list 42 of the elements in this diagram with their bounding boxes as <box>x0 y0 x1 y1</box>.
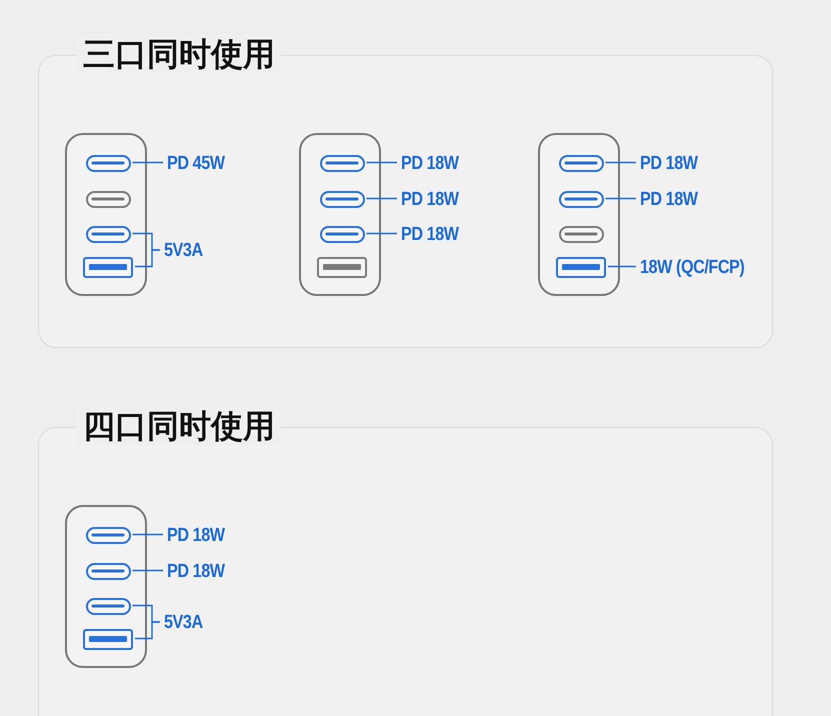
usb-c-port <box>320 154 364 172</box>
leader-line <box>606 198 636 200</box>
usb-c-port <box>558 226 604 242</box>
leader-line <box>366 232 397 234</box>
usb-c-port <box>320 226 364 242</box>
port-label: PD 18W <box>401 224 459 246</box>
leader-line <box>366 198 397 200</box>
port-label: PD 18W <box>640 152 698 174</box>
port-label: PD 18W <box>640 188 698 210</box>
leader-line <box>135 249 160 268</box>
leader-line <box>132 162 163 164</box>
port-label: PD 45W <box>167 152 225 174</box>
charger-body <box>299 133 381 296</box>
charger-body <box>538 133 620 296</box>
usb-c-port <box>558 190 604 208</box>
usb-c-port <box>86 562 130 580</box>
port-label: PD 18W <box>167 560 225 582</box>
usb-c-port <box>558 154 604 172</box>
usb-a-port <box>556 256 606 278</box>
charger-body <box>65 133 147 296</box>
usb-a-port <box>83 256 133 278</box>
leader-line <box>606 162 636 164</box>
port-label: PD 18W <box>401 152 459 174</box>
usb-c-port <box>86 526 130 544</box>
usb-c-port <box>86 190 130 208</box>
leader-line <box>366 162 397 164</box>
leader-line <box>132 534 163 536</box>
usb-a-port <box>83 628 133 650</box>
usb-c-port <box>86 598 130 614</box>
usb-a-port <box>317 256 367 278</box>
port-label: PD 18W <box>167 524 225 546</box>
leader-line <box>135 621 160 640</box>
usb-c-port <box>320 190 364 208</box>
leader-line <box>132 570 163 572</box>
usb-c-port <box>86 154 130 172</box>
port-label: PD 18W <box>401 188 459 210</box>
port-label: 5V3A <box>164 612 203 634</box>
port-label: 5V3A <box>164 240 203 262</box>
port-label: 18W (QC/FCP) <box>640 256 744 278</box>
usb-c-port <box>86 226 130 242</box>
charger-body <box>65 505 147 668</box>
leader-line <box>608 266 636 268</box>
